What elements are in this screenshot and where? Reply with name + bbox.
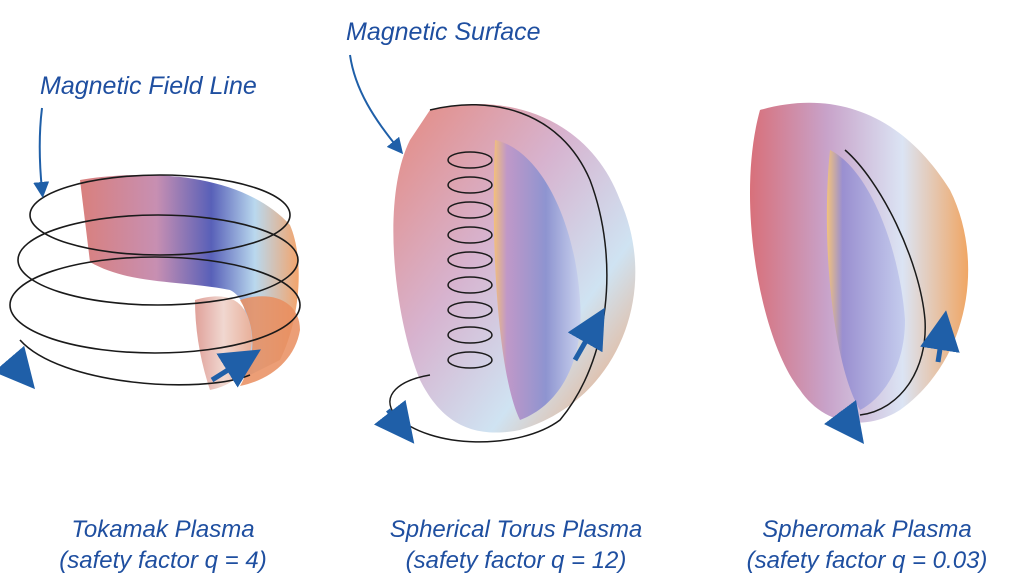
spheromak-caption: Spheromak Plasma (safety factor q = 0.03… bbox=[722, 514, 1012, 576]
tokamak-title: Tokamak Plasma bbox=[38, 514, 288, 545]
tokamak-diagram bbox=[10, 175, 300, 390]
tokamak-arrow-bottom bbox=[10, 360, 22, 374]
spherical-torus-title: Spherical Torus Plasma bbox=[356, 514, 676, 545]
tokamak-caption: Tokamak Plasma (safety factor q = 4) bbox=[38, 514, 288, 576]
spherical-torus-diagram bbox=[388, 104, 635, 442]
spherical-torus-caption: Spherical Torus Plasma (safety factor q … bbox=[356, 514, 676, 576]
spheromak-safety-factor: (safety factor q = 0.03) bbox=[722, 545, 1012, 576]
spheromak-title: Spheromak Plasma bbox=[722, 514, 1012, 545]
magnetic-surface-label: Magnetic Surface bbox=[346, 18, 541, 47]
magnetic-field-line-label: Magnetic Field Line bbox=[40, 72, 257, 101]
spheromak-diagram bbox=[750, 103, 968, 428]
surface-pointer bbox=[350, 55, 398, 148]
tokamak-safety-factor: (safety factor q = 4) bbox=[38, 545, 288, 576]
spherical-torus-safety-factor: (safety factor q = 12) bbox=[356, 545, 676, 576]
field-line-pointer bbox=[40, 108, 42, 190]
